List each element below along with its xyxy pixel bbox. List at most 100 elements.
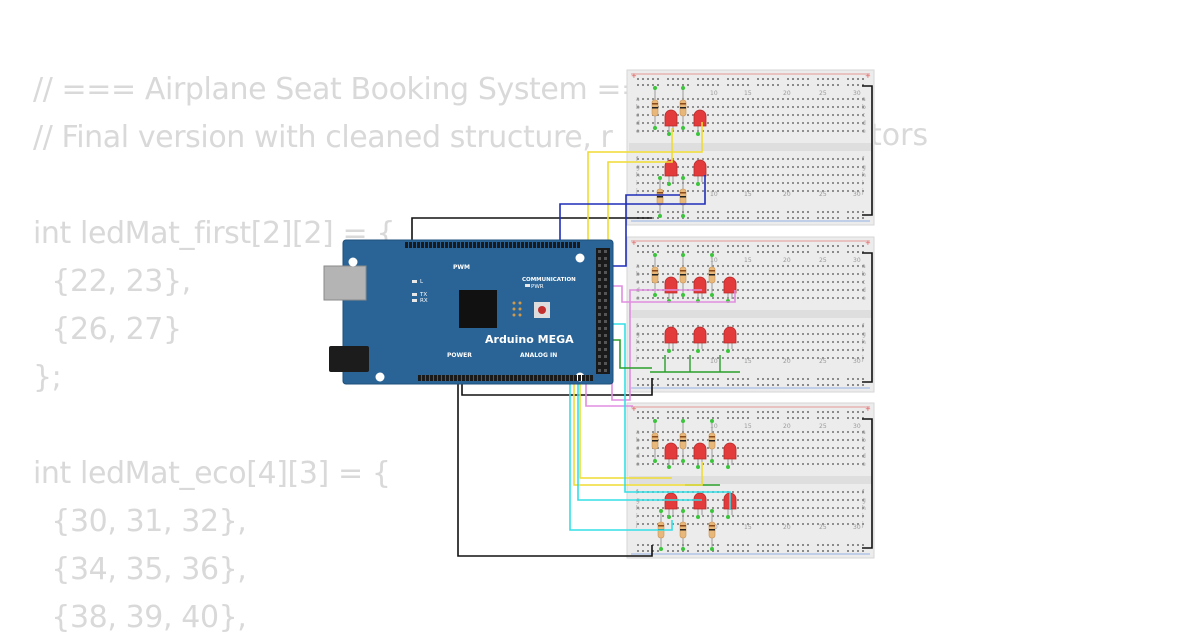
terminal-hole [792,106,794,108]
terminal-hole [717,273,719,275]
terminal-hole [687,122,689,124]
terminal-hole [662,273,664,275]
terminal-hole [847,166,849,168]
rail-hole [762,84,764,86]
rail-hole [762,78,764,80]
rail-hole [757,217,759,219]
header-pin [461,242,464,248]
rail-hole [837,550,839,552]
terminal-hole [842,463,844,465]
terminal-hole [712,515,714,517]
header-pin [474,375,477,381]
terminal-hole [777,158,779,160]
terminal-hole [827,289,829,291]
terminal-hole [662,158,664,160]
terminal-hole [762,515,764,517]
terminal-hole [722,106,724,108]
terminal-hole [682,333,684,335]
header-pin [574,375,577,381]
code-line: {30, 31, 32}, [33,504,247,539]
terminal-hole [772,158,774,160]
terminal-hole [787,523,789,525]
terminal-hole [677,106,679,108]
terminal-hole [707,281,709,283]
resistor-band [680,436,686,438]
rail-hole [637,417,639,419]
terminal-hole [832,174,834,176]
terminal-hole [687,158,689,160]
terminal-hole [637,349,639,351]
terminal-hole [747,499,749,501]
column-number: 20 [783,90,791,97]
terminal-hole [742,491,744,493]
header-pin [494,375,497,381]
terminal-hole [752,281,754,283]
terminal-hole [672,515,674,517]
terminal-hole [732,439,734,441]
terminal-hole [757,273,759,275]
terminal-hole [757,289,759,291]
rail-hole [687,84,689,86]
terminal-hole [717,431,719,433]
terminal-hole [677,349,679,351]
rail-hole [737,245,739,247]
header-hole [598,313,601,316]
terminal-hole [767,130,769,132]
rail-hole [832,251,834,253]
terminal-hole [747,174,749,176]
terminal-hole [847,265,849,267]
terminal-hole [722,325,724,327]
row-letter: h [862,172,866,179]
rail-hole [697,245,699,247]
rail-hole [667,245,669,247]
terminal-hole [812,289,814,291]
terminal-hole [827,114,829,116]
rail-hole [732,211,734,213]
terminal-hole [677,158,679,160]
terminal-hole [737,491,739,493]
terminal-hole [837,174,839,176]
resistor-band [657,196,663,198]
terminal-hole [852,357,854,359]
terminal-hole [712,130,714,132]
rail-hole [727,384,729,386]
rail-hole [677,411,679,413]
terminal-hole [707,349,709,351]
terminal-hole [752,122,754,124]
header-pin [449,242,452,248]
terminal-hole [817,447,819,449]
row-letter: g [636,331,640,338]
row-letter: a [862,429,866,436]
rail-hole [822,378,824,380]
terminal-hole [772,349,774,351]
terminal-hole [752,499,754,501]
terminal-hole [752,98,754,100]
terminal-hole [657,333,659,335]
terminal-hole [862,523,864,525]
terminal-hole [777,357,779,359]
terminal-hole [822,507,824,509]
rail-hole [677,84,679,86]
rail-hole [762,251,764,253]
terminal-hole [782,273,784,275]
terminal-hole [757,507,759,509]
terminal-hole [747,507,749,509]
rail-hole [857,84,859,86]
terminal-hole [862,281,864,283]
row-letter: i [862,180,864,187]
terminal-hole [822,439,824,441]
row-letter: b [636,437,640,444]
terminal-hole [717,439,719,441]
terminal-hole [837,431,839,433]
pin-dot [659,547,663,551]
terminal-hole [657,455,659,457]
rail-hole [827,78,829,80]
terminal-hole [772,325,774,327]
terminal-hole [647,515,649,517]
row-letter: i [636,513,638,520]
led [693,442,707,460]
terminal-hole [802,515,804,517]
center-channel [629,143,872,151]
row-letter: b [636,104,640,111]
terminal-hole [647,106,649,108]
